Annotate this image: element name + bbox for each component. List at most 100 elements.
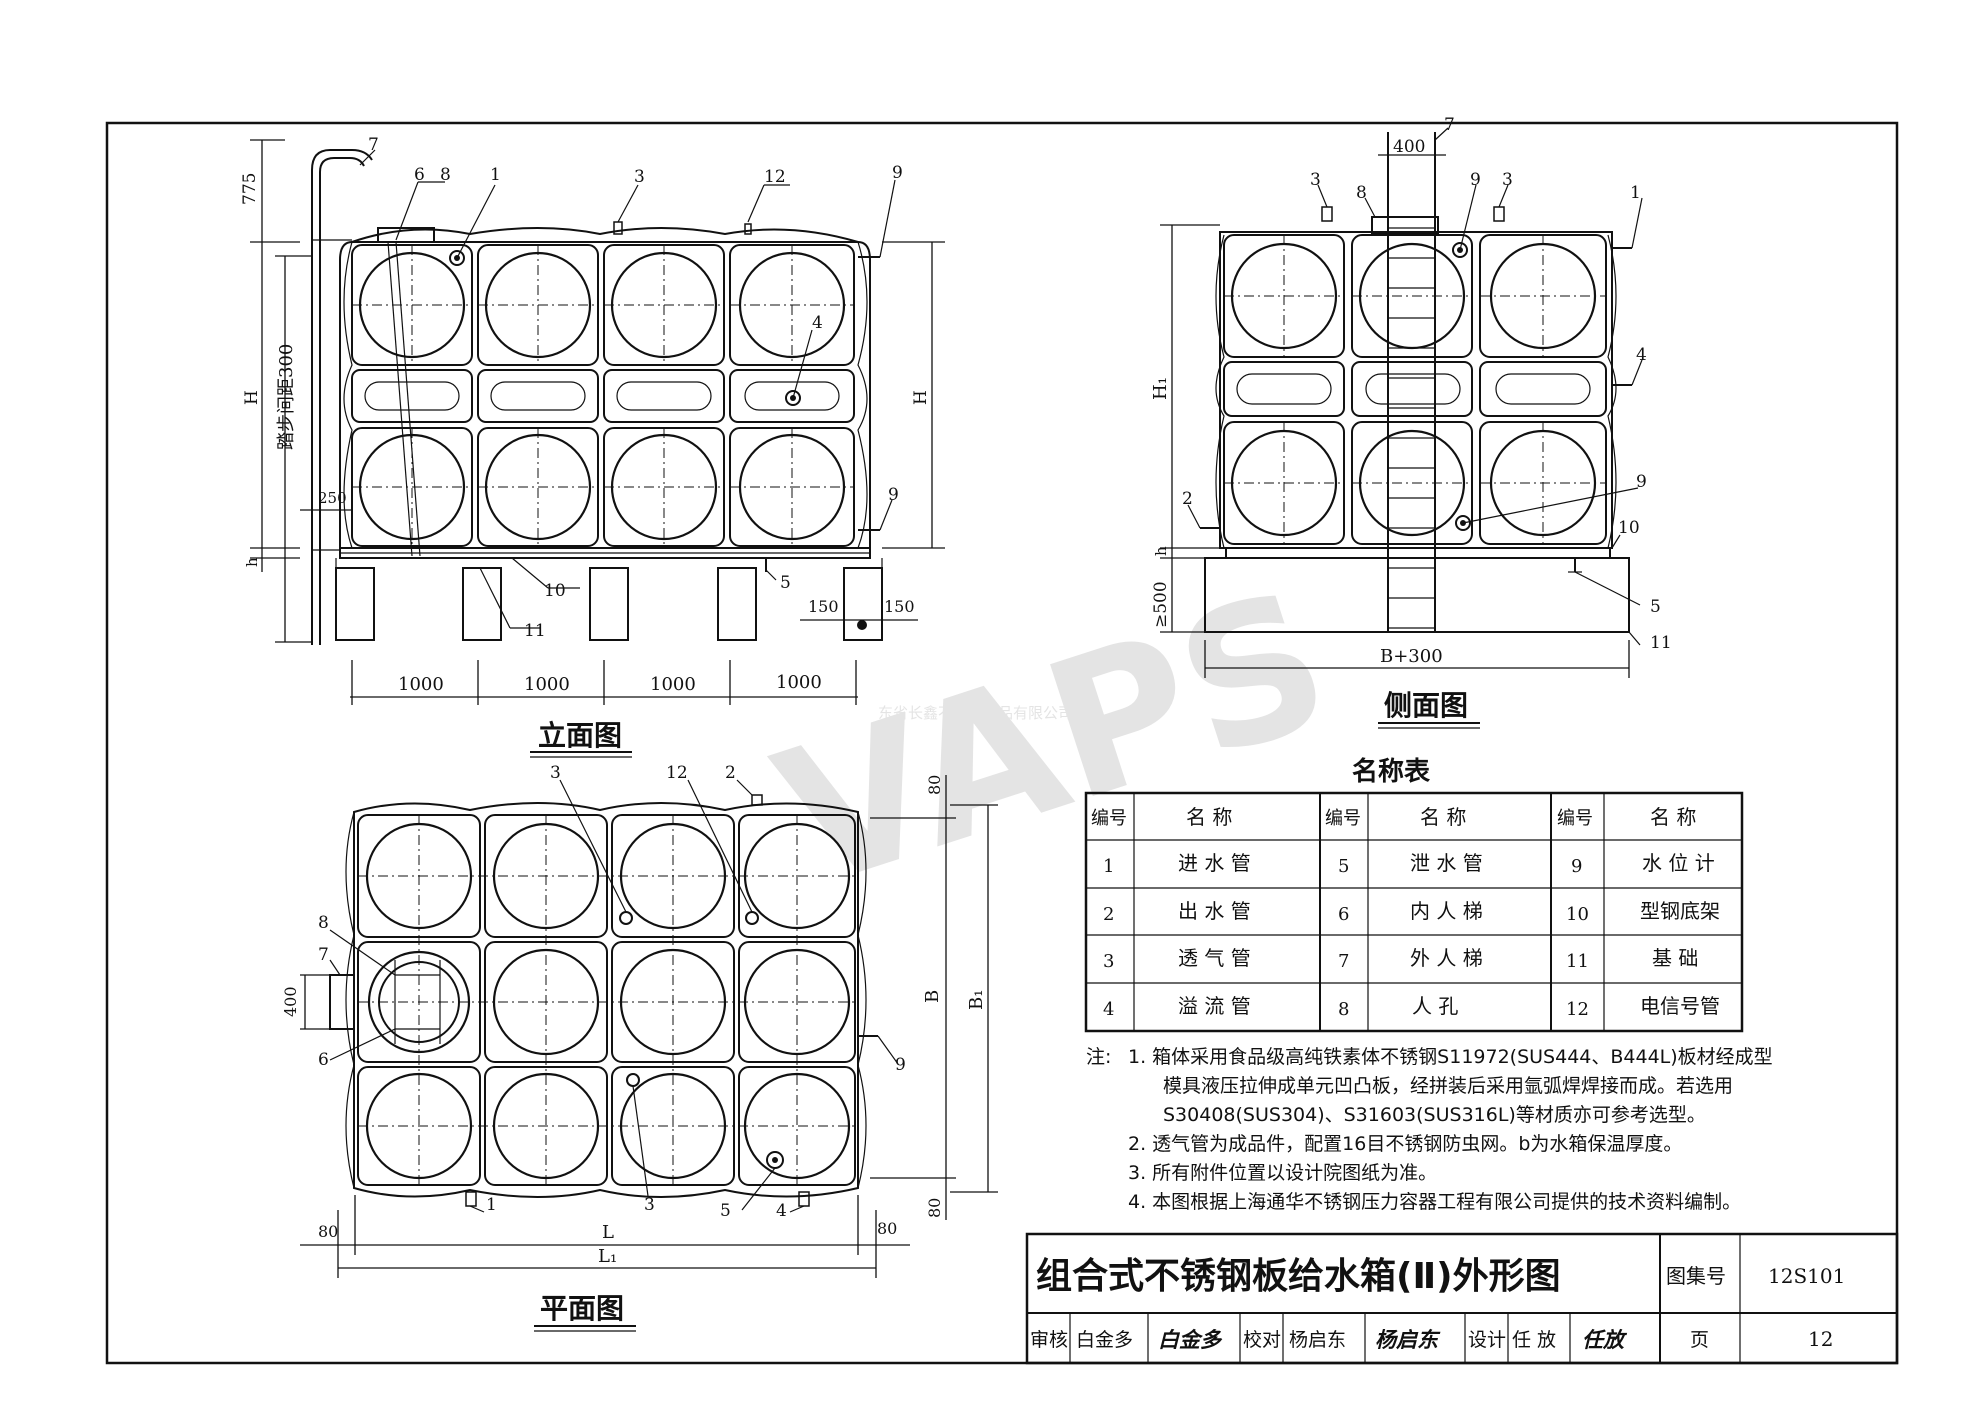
cell-r1-name1: 进 水 管 (1178, 851, 1251, 875)
plan-callout-12: 12 (666, 763, 688, 783)
side-dim-B300: B+300 (1380, 646, 1443, 667)
cell-r2-name2: 内 人 梯 (1410, 899, 1483, 923)
plan-callout-7: 7 (318, 945, 329, 965)
elevation-top-bulge (351, 227, 859, 243)
signal-pipe-icon (744, 223, 752, 235)
side-callout-7: 7 (1444, 115, 1455, 135)
elevation-dimensions (250, 139, 945, 705)
elevation-right-bulge (857, 241, 868, 549)
callout-1: 1 (490, 165, 501, 185)
dim-h-left: h (243, 557, 261, 567)
side-callout-3a: 3 (1310, 170, 1321, 190)
elevation-foundations (335, 558, 883, 641)
cell-r1-name2: 泄 水 管 (1410, 851, 1483, 875)
plan-external-ladder (329, 974, 355, 1030)
design-label: 设计 (1468, 1329, 1506, 1351)
note-line-4: 2. 透气管为成品件，配置16目不锈钢防虫网。b为水箱保温厚度。 (1128, 1133, 1682, 1155)
side-callout-11: 11 (1650, 633, 1672, 653)
plan-callout-8: 8 (318, 913, 329, 933)
plan-callout-1: 1 (486, 1195, 497, 1215)
level-gauge-icon (1452, 242, 1468, 258)
checker-name: 杨启东 (1289, 1329, 1346, 1351)
dim-H-left: H (242, 390, 262, 405)
callout-4: 4 (812, 313, 823, 333)
side-callout-9b: 9 (1636, 472, 1647, 492)
plan-callout-6: 6 (318, 1050, 329, 1070)
callout-7: 7 (368, 135, 379, 155)
note-line-2: 模具液压拉伸成单元凹凸板，经拼装后采用氩弧焊焊接而成。若选用 (1163, 1075, 1733, 1097)
note-line-3: S30408(SUS304)、S31603(SUS316L)等材质亦可参考选型。 (1163, 1104, 1706, 1126)
page-number: 12 (1808, 1327, 1833, 1351)
review-label: 审核 (1030, 1329, 1068, 1351)
cell-r1-no2: 5 (1338, 856, 1349, 877)
cell-r3-no2: 7 (1338, 951, 1349, 972)
plan-dim-80-right: 80 (877, 1219, 897, 1238)
plan-callout-5: 5 (720, 1201, 731, 1221)
title-block (1025, 1232, 1899, 1365)
cell-r2-no2: 6 (1338, 904, 1349, 925)
elevation-title: 立面图 (538, 719, 622, 752)
side-left-bulge (1215, 234, 1225, 549)
plan-dim-80-bottom: 80 (925, 1198, 944, 1218)
span-4: 1000 (776, 672, 822, 693)
plan-callout-3b: 3 (644, 1195, 655, 1215)
th-name-3: 名 称 (1650, 805, 1696, 829)
plan-dim-L1: L₁ (598, 1246, 617, 1267)
plan-title: 平面图 (540, 1292, 624, 1325)
elevation-callouts (359, 149, 896, 629)
elevation-inner-ladder (387, 241, 413, 557)
name-table-title: 名称表 (1352, 756, 1431, 787)
cell-r3-name3: 基 础 (1652, 946, 1698, 970)
plan-dim-80-top: 80 (925, 775, 944, 795)
checker-signature: 杨启东 (1375, 1328, 1441, 1352)
dim-H-right: H (911, 390, 931, 405)
outer-frame (105, 121, 1899, 1365)
cell-r4-name3: 电信号管 (1640, 994, 1720, 1018)
cell-r2-name3: 型钢底架 (1640, 899, 1720, 923)
elevation-inner-ladder-rail (395, 241, 421, 557)
side-callout-2: 2 (1182, 489, 1193, 509)
side-dim-H1: H₁ (1150, 377, 1171, 400)
note-line-6: 4. 本图根据上海通华不锈钢压力容器工程有限公司提供的技术资料编制。 (1128, 1191, 1741, 1213)
plan-dim-B: B (922, 990, 943, 1003)
side-callout-3b: 3 (1502, 170, 1513, 190)
side-title: 侧面图 (1384, 689, 1468, 722)
callout-3: 3 (634, 167, 645, 187)
callout-12: 12 (764, 167, 786, 187)
cell-r4-no3: 12 (1566, 999, 1589, 1020)
cell-r3-no1: 3 (1103, 951, 1114, 972)
th-no-3: 编号 (1557, 808, 1593, 829)
overflow-nozzle-icon (785, 390, 801, 406)
dim-250: 250 (318, 489, 347, 507)
callout-9-top: 9 (892, 163, 903, 183)
side-callout-9: 9 (1470, 170, 1481, 190)
plan-callout-9: 9 (895, 1055, 906, 1075)
note-line-5: 3. 所有附件位置以设计院图纸为准。 (1128, 1162, 1437, 1184)
callout-5: 5 (780, 573, 791, 593)
cell-r2-no3: 10 (1566, 904, 1589, 925)
side-callout-4: 4 (1636, 345, 1647, 365)
notes: 注: 1. 箱体采用食品级高纯铁素体不锈钢S11972(SUS444、B444L… (1086, 1046, 1773, 1213)
callout-11: 11 (524, 621, 546, 641)
step-spacing-label: 踏步间距300 (276, 344, 297, 450)
plan-panels (357, 814, 856, 1186)
cell-r1-no1: 1 (1103, 856, 1114, 877)
cell-r3-no3: 11 (1566, 951, 1589, 972)
drain-point-icon (857, 620, 867, 630)
cell-r2-no1: 2 (1103, 904, 1114, 925)
note-line-1: 1. 箱体采用食品级高纯铁素体不锈钢S11972(SUS444、B444L)板材… (1128, 1046, 1773, 1068)
side-callout-10: 10 (1618, 518, 1640, 538)
elevation-external-ladder (311, 149, 373, 645)
elevation-left-bulge (343, 241, 353, 549)
plan-dim-400: 400 (281, 986, 300, 1017)
page-label: 页 (1690, 1329, 1709, 1351)
plan-callout-2: 2 (725, 763, 736, 783)
check-label: 校对 (1243, 1329, 1281, 1351)
side-foundation (1204, 557, 1630, 633)
designer-name: 任 放 (1512, 1329, 1556, 1351)
cell-r4-name1: 溢 流 管 (1178, 994, 1251, 1018)
side-dim-500: ≥500 (1151, 581, 1171, 628)
span-1: 1000 (398, 674, 444, 695)
side-dimensions (1160, 154, 1630, 678)
